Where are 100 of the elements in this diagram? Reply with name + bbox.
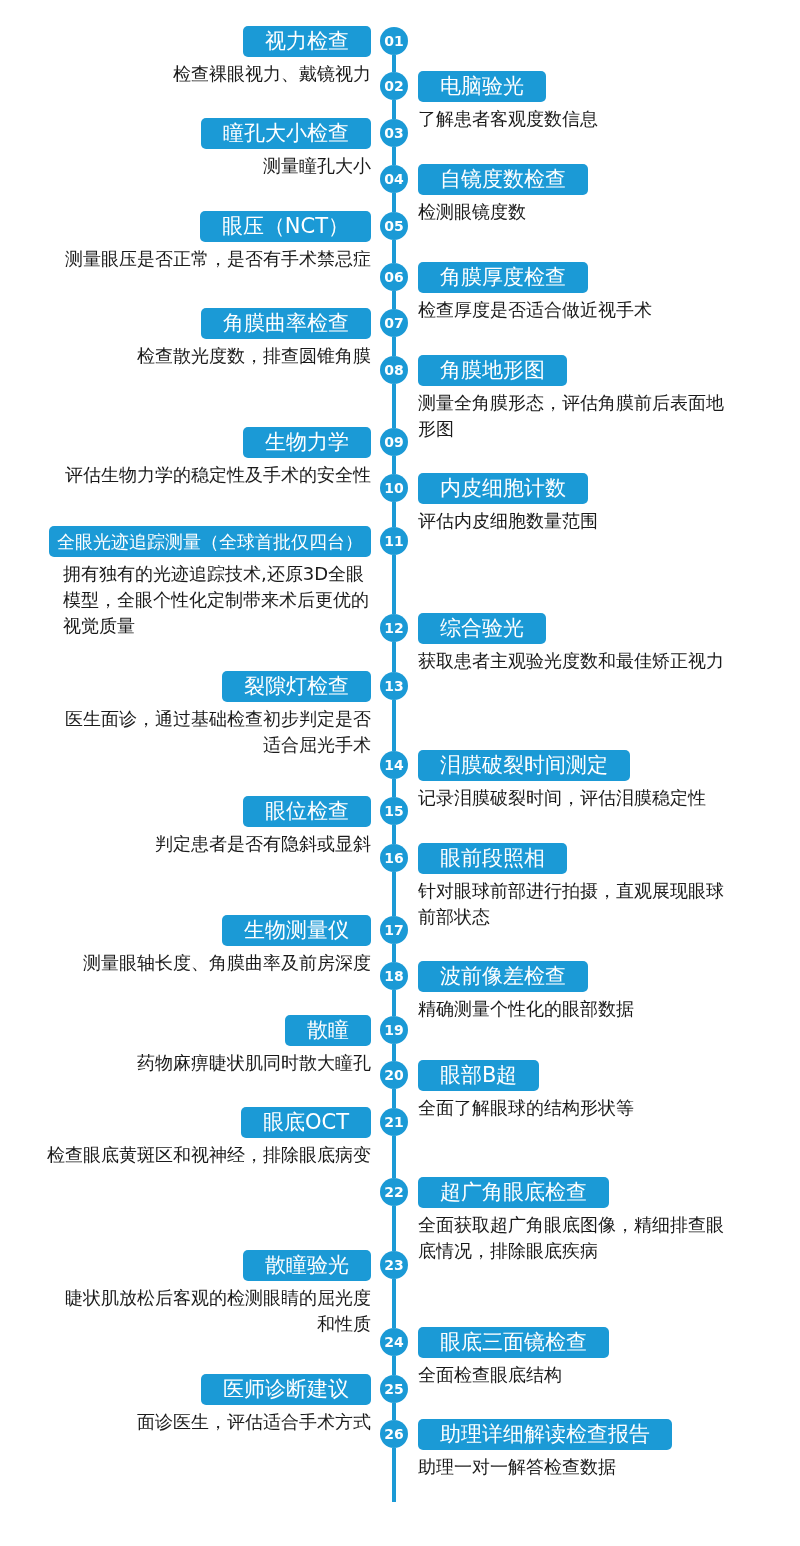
step-title-tag: 内皮细胞计数 <box>418 472 588 504</box>
step-description: 面诊医生，评估适合手术方式 <box>137 1410 371 1434</box>
step-number-circle: 06 <box>380 263 408 291</box>
step-description: 全面了解眼球的结构形状等 <box>418 1096 634 1120</box>
step-number-circle: 26 <box>380 1420 408 1448</box>
step-title-tag: 裂隙灯检查 <box>222 670 371 702</box>
timeline-line <box>392 990 396 1016</box>
step-title-tag: 超广角眼底检查 <box>418 1176 609 1208</box>
step-description: 检查厚度是否适合做近视手术 <box>418 298 652 322</box>
step-title-tag: 全眼光迹追踪测量（全球首批仅四台） <box>49 525 371 557</box>
step-title-tag: 眼底OCT <box>240 1106 371 1138</box>
step-number-circle: 23 <box>380 1251 408 1279</box>
timeline-line <box>392 700 396 751</box>
timeline-line <box>392 1206 396 1251</box>
step-description: 精确测量个性化的眼部数据 <box>418 997 634 1021</box>
timeline-line <box>392 502 396 527</box>
step-description: 全面获取超广角眼底图像，精细排查眼底情况，排除眼底疾病 <box>418 1213 725 1263</box>
step-description: 睫状肌放松后客观的检测眼睛的屈光度和性质 <box>64 1286 371 1336</box>
step-number-circle: 24 <box>380 1328 408 1356</box>
timeline-line <box>392 193 396 212</box>
step-title-tag: 助理详细解读检查报告 <box>418 1418 672 1450</box>
timeline-line <box>392 55 396 72</box>
step-title-tag: 医师诊断建议 <box>201 1373 371 1405</box>
timeline-line <box>392 337 396 356</box>
step-title-tag: 眼前段照相 <box>418 842 567 874</box>
timeline-line <box>392 1403 396 1420</box>
timeline-line <box>392 1279 396 1328</box>
step-number-circle: 09 <box>380 428 408 456</box>
step-number-circle: 05 <box>380 212 408 240</box>
step-title-tag: 眼部B超 <box>418 1059 540 1091</box>
step-title-tag: 眼压（NCT） <box>199 210 371 242</box>
timeline-line <box>392 1136 396 1178</box>
step-description: 检查眼底黄斑区和视神经，排除眼底病变 <box>47 1143 371 1167</box>
step-title-tag: 生物测量仪 <box>222 914 371 946</box>
step-title-tag: 眼位检查 <box>243 795 371 827</box>
step-number-circle: 12 <box>380 614 408 642</box>
timeline-line <box>392 642 396 672</box>
step-title-tag: 角膜曲率检查 <box>201 307 371 339</box>
step-number-circle: 18 <box>380 962 408 990</box>
timeline-line <box>392 1044 396 1061</box>
timeline-line <box>392 825 396 844</box>
timeline-line <box>392 100 396 119</box>
step-number-circle: 20 <box>380 1061 408 1089</box>
step-number-circle: 17 <box>380 916 408 944</box>
step-title-tag: 自镜度数检查 <box>418 163 588 195</box>
step-number-circle: 22 <box>380 1178 408 1206</box>
timeline-line <box>392 1356 396 1375</box>
timeline-line <box>392 147 396 165</box>
timeline-line <box>392 1089 396 1108</box>
step-number-circle: 11 <box>380 527 408 555</box>
step-description: 了解患者客观度数信息 <box>418 107 598 131</box>
step-title-tag: 泪膜破裂时间测定 <box>418 749 630 781</box>
step-description: 测量眼轴长度、角膜曲率及前房深度 <box>83 951 371 975</box>
step-description: 检查裸眼视力、戴镜视力 <box>173 62 371 86</box>
step-title-tag: 眼底三面镜检查 <box>418 1326 609 1358</box>
step-description: 检测眼镜度数 <box>418 200 526 224</box>
step-number-circle: 03 <box>380 119 408 147</box>
step-description: 拥有独有的光迹追踪技术,还原3D全眼模型，全眼个性化定制带来术后更优的视觉质量 <box>63 562 370 638</box>
step-number-circle: 10 <box>380 474 408 502</box>
step-title-tag: 综合验光 <box>418 612 546 644</box>
step-title-tag: 角膜地形图 <box>418 354 567 386</box>
timeline-line <box>392 779 396 797</box>
step-description: 医生面诊，通过基础检查初步判定是否适合屈光手术 <box>64 707 371 757</box>
step-description: 评估内皮细胞数量范围 <box>418 509 598 533</box>
step-description: 药物麻痹睫状肌同时散大瞳孔 <box>137 1051 371 1075</box>
step-description: 助理一对一解答检查数据 <box>418 1455 616 1479</box>
timeline-line <box>392 240 396 263</box>
timeline-line <box>392 456 396 474</box>
step-description: 针对眼球前部进行拍摄，直观展现眼球前部状态 <box>418 879 725 929</box>
timeline-line <box>392 291 396 309</box>
step-title-tag: 视力检查 <box>243 25 371 57</box>
step-number-circle: 16 <box>380 844 408 872</box>
timeline-line <box>392 872 396 916</box>
step-number-circle: 13 <box>380 672 408 700</box>
step-number-circle: 02 <box>380 72 408 100</box>
step-description: 获取患者主观验光度数和最佳矫正视力 <box>418 649 724 673</box>
step-number-circle: 15 <box>380 797 408 825</box>
step-number-circle: 21 <box>380 1108 408 1136</box>
step-number-circle: 01 <box>380 27 408 55</box>
timeline-line <box>392 384 396 428</box>
step-number-circle: 19 <box>380 1016 408 1044</box>
step-title-tag: 瞳孔大小检查 <box>201 117 371 149</box>
timeline-line <box>392 555 396 614</box>
step-title-tag: 散瞳 <box>285 1014 371 1046</box>
timeline-line <box>392 944 396 962</box>
step-description: 判定患者是否有隐斜或显斜 <box>155 832 371 856</box>
step-description: 全面检查眼底结构 <box>418 1363 562 1387</box>
step-number-circle: 25 <box>380 1375 408 1403</box>
step-title-tag: 角膜厚度检查 <box>418 261 588 293</box>
step-number-circle: 14 <box>380 751 408 779</box>
step-description: 检查散光度数，排查圆锥角膜 <box>137 344 371 368</box>
step-description: 测量瞳孔大小 <box>263 154 371 178</box>
step-description: 记录泪膜破裂时间，评估泪膜稳定性 <box>418 786 706 810</box>
step-number-circle: 07 <box>380 309 408 337</box>
step-title-tag: 波前像差检查 <box>418 960 588 992</box>
step-description: 测量全角膜形态，评估角膜前后表面地形图 <box>418 391 725 441</box>
step-number-circle: 08 <box>380 356 408 384</box>
step-description: 测量眼压是否正常，是否有手术禁忌症 <box>65 247 371 271</box>
step-number-circle: 04 <box>380 165 408 193</box>
timeline-line <box>392 1448 396 1502</box>
